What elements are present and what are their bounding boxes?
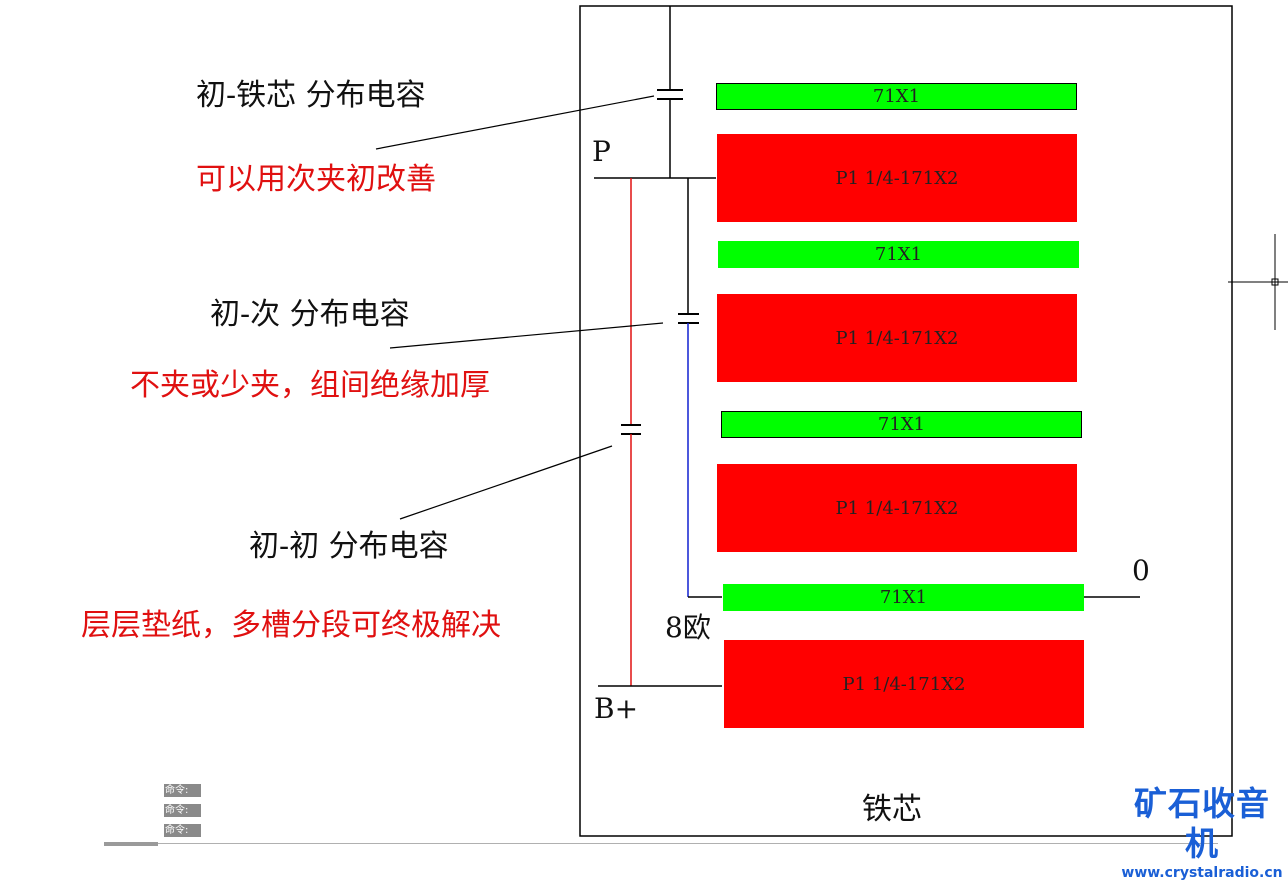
command-line-2: 命令: — [164, 804, 201, 817]
watermark-url: www.crystalradio.cn — [1121, 865, 1283, 881]
secondary-winding-2: 71X1 — [718, 241, 1079, 268]
command-line-3: 命令: — [164, 824, 201, 837]
primary-winding-4: P1 1/4-171X2 — [724, 640, 1084, 728]
primary-winding-1: P1 1/4-171X2 — [717, 134, 1077, 222]
primary-winding-3: P1 1/4-171X2 — [717, 464, 1077, 552]
secondary-winding-1: 71X1 — [716, 83, 1077, 110]
primary-primary-fix-note: 层层垫纸，多槽分段可终极解决 — [81, 608, 501, 643]
primary-secondary-fix-note: 不夹或少夹，组间绝缘加厚 — [130, 368, 490, 403]
core-frame — [579, 5, 1233, 837]
bplus-terminal-label: B+ — [594, 692, 639, 725]
primary-core-capacitance-label: 初-铁芯 分布电容 — [196, 78, 426, 113]
command-line-1: 命令: — [164, 784, 201, 797]
primary-core-fix-note: 可以用次夹初改善 — [196, 162, 436, 197]
primary-primary-capacitance-label: 初-初 分布电容 — [249, 529, 449, 564]
p-terminal-label: P — [592, 135, 611, 168]
transformer-schematic — [375, 5, 1288, 837]
zero-terminal-label: 0 — [1132, 554, 1150, 587]
core-leader-line — [375, 95, 655, 150]
crosshair-cursor-box — [1271, 278, 1279, 286]
secondary-winding-3: 71X1 — [721, 411, 1082, 438]
watermark-title: 矿石收音机 — [1134, 784, 1270, 863]
command-input-line[interactable] — [158, 843, 1218, 844]
site-watermark: 矿石收音机 www.crystalradio.cn — [1118, 784, 1286, 882]
command-scroll-thumb[interactable] — [104, 842, 158, 846]
ohm8-terminal-label: 8欧 — [665, 611, 711, 644]
primary-secondary-capacitance-label: 初-次 分布电容 — [210, 297, 410, 332]
pp-leader-line — [399, 445, 613, 520]
secondary-winding-4: 71X1 — [723, 584, 1084, 611]
primary-winding-2: P1 1/4-171X2 — [717, 294, 1077, 382]
core-label: 铁芯 — [862, 792, 922, 827]
ps-leader-line — [389, 322, 664, 349]
